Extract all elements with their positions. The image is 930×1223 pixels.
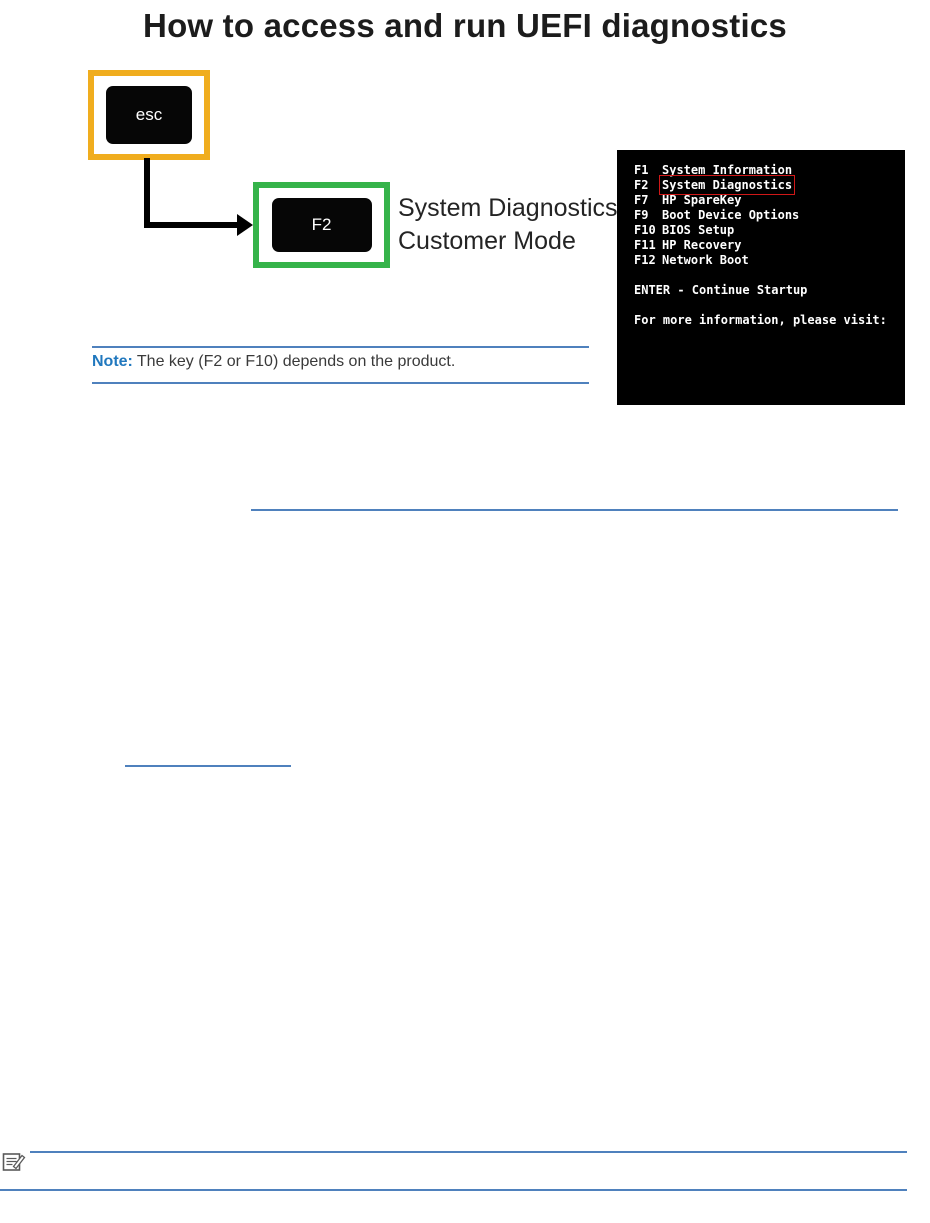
note-label: Note:	[92, 353, 133, 370]
bios-menu-label: Network Boot	[662, 253, 749, 267]
footer-note-rule-top	[30, 1151, 907, 1153]
bios-menu-key: F11	[634, 238, 656, 252]
bios-menu-label: HP Recovery	[662, 238, 742, 252]
bios-menu-label: Boot Device Options	[662, 208, 800, 222]
esc-key-highlight-box: esc	[88, 70, 210, 160]
bios-boot-menu-screenshot: F1 System Information F2 System Diagnostic…	[617, 150, 905, 405]
f2-caption-line2: Customer Mode	[398, 227, 576, 255]
bios-enter-line: ENTER - Continue Startup	[634, 283, 808, 297]
note-body: The key (F2 or F10) depends on the produ…	[136, 353, 456, 370]
bios-menu-key: F7	[634, 193, 649, 207]
bios-info-line: For more information, please visit:	[634, 313, 887, 327]
note-rule-top	[92, 346, 589, 348]
bios-menu-label-highlighted: System Diagnostics	[658, 175, 796, 195]
bios-menu-key: F1	[634, 163, 649, 177]
note-rule-bottom	[92, 382, 589, 384]
arrow-line-horizontal	[144, 222, 238, 228]
bios-menu-key: F10	[634, 223, 656, 237]
bios-menu-label: HP SpareKey	[662, 193, 742, 207]
bios-menu-label: BIOS Setup	[662, 223, 735, 237]
bios-menu-key: F2	[634, 178, 649, 192]
bios-menu-label: System Information	[662, 163, 793, 177]
bios-menu-key: F9	[634, 208, 649, 222]
bios-menu-item: F2 System Diagnostics	[634, 175, 905, 195]
f2-key: F2	[271, 198, 372, 252]
hyperlink-underline[interactable]	[125, 765, 291, 767]
bios-menu-item: F7 HP SpareKey	[634, 193, 905, 208]
f2-caption-line1: System Diagnostics	[398, 194, 618, 222]
footer-note-rule-bottom	[0, 1189, 907, 1191]
bios-menu-item: F12 Network Boot	[634, 253, 905, 268]
bios-menu-key: F12	[634, 253, 656, 267]
arrow-line-vertical	[144, 158, 150, 228]
section-rule	[251, 509, 898, 511]
bios-menu-item: F9 Boot Device Options	[634, 208, 905, 223]
note-text: Note:The key (F2 or F10) depends on the …	[92, 353, 455, 371]
note-icon	[2, 1150, 26, 1174]
f2-caption: System Diagnostics Customer Mode	[398, 192, 618, 258]
bios-menu-item: F11 HP Recovery	[634, 238, 905, 253]
note-paper-pencil-icon	[2, 1153, 26, 1171]
arrow-head-icon	[237, 214, 253, 236]
page-title: How to access and run UEFI diagnostics	[143, 7, 787, 44]
bios-menu-item: F10 BIOS Setup	[634, 223, 905, 238]
f2-key-highlight-box: F2	[253, 182, 390, 268]
bios-menu-item: F1 System Information	[634, 163, 905, 178]
esc-key: esc	[106, 86, 192, 144]
